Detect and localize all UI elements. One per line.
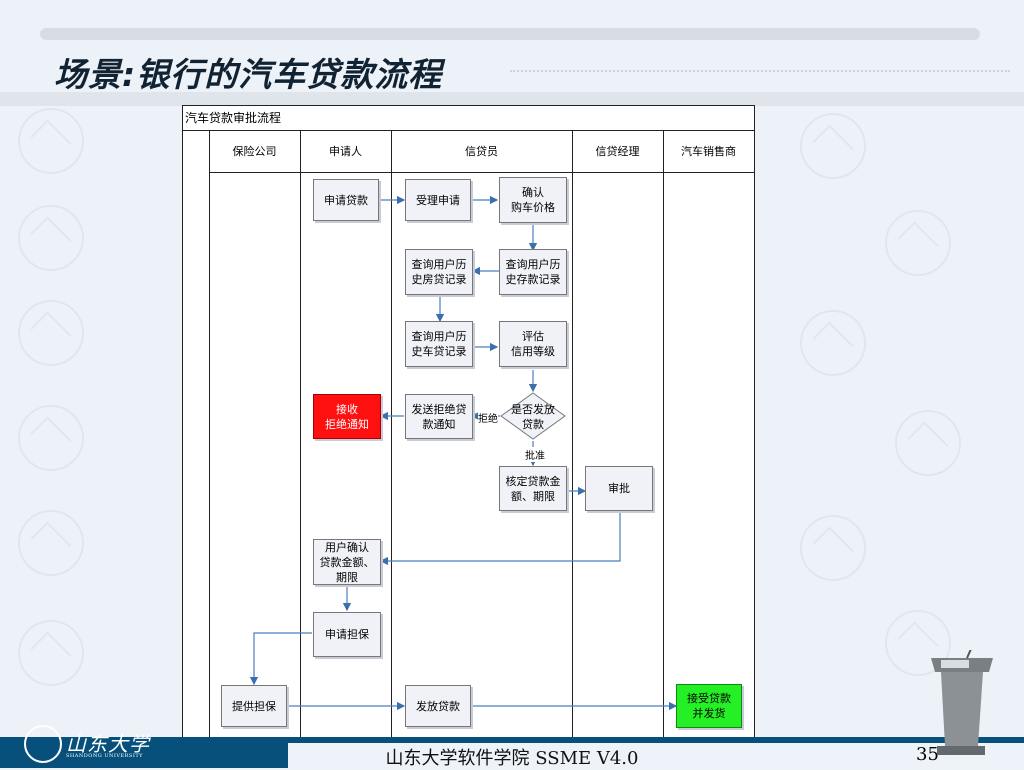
university-watermark-icon	[895, 410, 961, 476]
node-approval: 审批	[585, 466, 653, 511]
node-provide-guarantee: 提供担保	[221, 685, 287, 727]
decision-label: 是否发放 贷款	[511, 403, 555, 431]
university-watermark-icon	[885, 210, 951, 276]
university-watermark-icon	[18, 205, 84, 271]
university-emblem-icon	[24, 725, 62, 763]
node-disburse-loan: 发放贷款	[405, 685, 471, 727]
approve-edge-label: 批准	[525, 447, 545, 462]
reject-edge-label: 拒绝	[478, 410, 498, 425]
university-watermark-icon	[18, 108, 84, 174]
footer-center-text: 山东大学软件学院 SSME V4.0	[385, 748, 639, 769]
flowchart-title: 汽车贷款审批流程	[183, 106, 754, 131]
slide-title: 场景:银行的汽车贷款流程	[54, 55, 443, 94]
lane-divider	[663, 131, 664, 738]
footer-light-strip	[288, 743, 1024, 768]
logo-chinese-text: 山东大学	[66, 732, 150, 756]
page-number: 35	[916, 744, 939, 765]
dotted-decoration	[510, 70, 1010, 78]
node-apply-guarantee: 申请担保	[313, 612, 381, 657]
node-accept-application: 受理申请	[405, 179, 471, 221]
university-watermark-icon	[18, 300, 84, 366]
logo-english-text: SHANDONG UNIVERSITY	[66, 753, 143, 759]
university-watermark-icon	[800, 310, 866, 376]
node-query-deposit-history: 查询用户历 史存款记录	[499, 249, 567, 295]
lane-header-applicant: 申请人	[300, 131, 391, 173]
lane-header-car-dealer: 汽车销售商	[663, 131, 754, 173]
node-apply-loan: 申请贷款	[313, 179, 379, 221]
lane-divider	[209, 131, 210, 738]
podium-icon	[931, 650, 993, 755]
university-watermark-icon	[18, 620, 84, 686]
title-underline-bar	[0, 92, 1024, 106]
lane-header-loan-manager: 信贷经理	[572, 131, 663, 173]
node-determine-amount-term: 核定贷款金 额、期限	[499, 466, 567, 511]
university-logo: 山东大学 SHANDONG UNIVERSITY	[24, 725, 154, 767]
university-watermark-icon	[18, 405, 84, 471]
university-watermark-icon	[800, 113, 866, 179]
lane-divider	[300, 131, 301, 738]
node-confirm-price: 确认 购车价格	[499, 177, 567, 223]
top-decorative-bar	[40, 28, 980, 40]
node-send-rejection: 发送拒绝贷 款通知	[405, 394, 473, 439]
university-watermark-icon	[18, 510, 84, 576]
university-watermark-icon	[885, 610, 951, 676]
lane-header-loan-officer: 信贷员	[391, 131, 572, 173]
node-query-mortgage-history: 查询用户历 史房贷记录	[405, 249, 473, 295]
node-receive-loan-ship: 接受贷款 并发货	[676, 684, 742, 728]
lane-divider	[391, 131, 392, 738]
university-watermark-icon	[800, 515, 866, 581]
node-decision-diamond	[500, 392, 566, 440]
node-query-car-loan-history: 查询用户历 史车贷记录	[405, 321, 473, 367]
lane-divider	[572, 131, 573, 738]
node-user-confirm: 用户确认 贷款金额、 期限	[313, 539, 381, 585]
lane-header-insurance: 保险公司	[209, 131, 300, 173]
node-receive-rejection: 接收 拒绝通知	[313, 394, 381, 439]
node-evaluate-credit: 评估 信用等级	[499, 321, 567, 367]
